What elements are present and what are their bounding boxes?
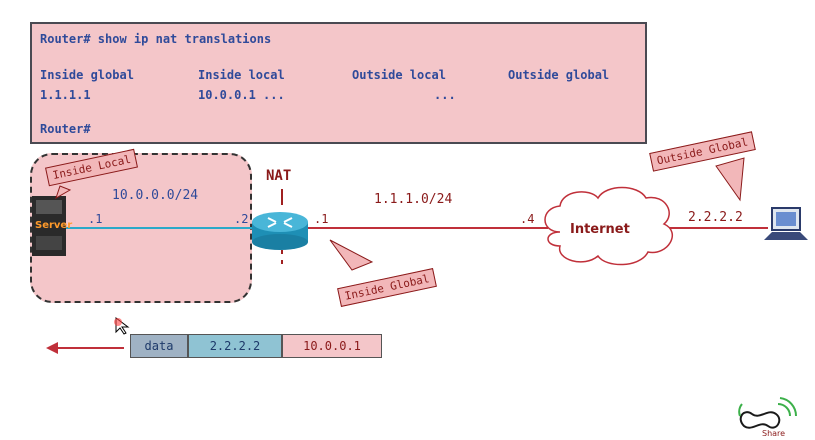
cell-inside-global: 1.1.1.1 xyxy=(40,88,91,102)
logo-text: Share xyxy=(762,429,786,438)
wan-subnet: 1.1.1.0/24 xyxy=(374,192,453,207)
router-wan-ip: .1 xyxy=(314,212,329,226)
header-inside-global: Inside global xyxy=(40,68,134,82)
header-outside-global: Outside global xyxy=(508,68,610,82)
router-icon xyxy=(252,212,308,250)
inside-local-tail xyxy=(55,185,72,200)
lan-subnet: 10.0.0.0/24 xyxy=(112,188,199,203)
header-inside-local: Inside local xyxy=(198,68,285,82)
packet-arrow-head xyxy=(46,342,58,354)
packet-data-field: data xyxy=(130,334,188,358)
internet-ip: .4 xyxy=(520,212,535,226)
nat-terminal-output: Router# show ip nat translations Inside … xyxy=(30,22,647,144)
remote-ip: 2.2.2.2 xyxy=(688,210,743,225)
share-logo-icon xyxy=(738,397,798,429)
outside-global-tail xyxy=(715,157,745,202)
nat-label: NAT xyxy=(266,168,292,184)
header-outside-local: Outside local xyxy=(352,68,446,82)
inside-global-tail xyxy=(329,239,374,271)
cell-inside-local: 10.0.0.1 ... xyxy=(198,88,285,102)
packet-source-field: 10.0.0.1 xyxy=(282,334,382,358)
laptop-icon xyxy=(764,207,808,240)
internet-cloud xyxy=(544,186,674,266)
server-ip: .1 xyxy=(88,212,103,226)
router-lan-ip: .2 xyxy=(234,212,249,226)
internet-label: Internet xyxy=(570,222,630,237)
cell-outside-local: ... xyxy=(434,88,456,102)
packet-destination-field: 2.2.2.2 xyxy=(188,334,282,358)
terminal-command: Router# show ip nat translations xyxy=(40,32,272,46)
server-icon xyxy=(32,196,66,256)
terminal-prompt: Router# xyxy=(40,122,91,136)
server-label: Server xyxy=(35,220,73,231)
cursor-highlight xyxy=(114,318,122,326)
